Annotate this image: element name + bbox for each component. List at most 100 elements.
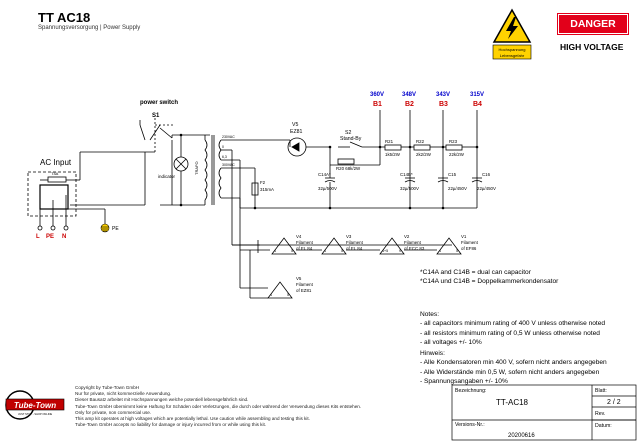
power-switch-label: power switch [140, 100, 178, 106]
c16-value: 22µ/450V [477, 186, 496, 191]
c14b-value: 32µ/500V [400, 186, 419, 191]
pin-label: 4 [274, 249, 276, 253]
c15-value: 22µ/450V [448, 186, 467, 191]
v3-label: V3 [346, 234, 352, 239]
version-value: 20200616 [508, 433, 535, 439]
n-label: N [62, 234, 66, 240]
b2-label: B2 [405, 101, 414, 108]
tube-town-logo: Tube-Town JUST STOP - SHOP ONLINE [5, 390, 65, 420]
notes-heading: Notes: [420, 311, 440, 318]
indicator-label: indicator [158, 174, 176, 179]
r23-label: R23 [449, 139, 458, 144]
tap-0: 0 [222, 145, 224, 149]
tap-300: 300VAC [222, 163, 235, 167]
v2-desc1: Filament [404, 240, 422, 245]
v4-desc2: of EL 84 [296, 246, 313, 251]
capacitor-note: *C14A and C14B = dual can capacitor *C14… [420, 268, 558, 287]
pin-label: 4 [439, 249, 441, 253]
b4-voltage: 315V [470, 92, 484, 98]
warning-text-1: Hochspannung [499, 47, 526, 52]
v1-label: V1 [461, 234, 467, 239]
copyright-line: Only for private, non commercial use. [75, 409, 152, 415]
pin-label: 4+5 [382, 249, 388, 253]
logo-tagline: JUST STOP - SHOP ONLINE [18, 412, 52, 416]
pin-label: 5 [291, 249, 293, 253]
copyright-text: Copyright by Tube-Town GmbH Nur für priv… [75, 385, 361, 428]
f2-label: F2 [260, 180, 266, 185]
pin-label: 5 [287, 293, 289, 297]
b4-label: B4 [473, 101, 482, 108]
b3-label: B3 [439, 101, 448, 108]
pin-label: 5 [456, 249, 458, 253]
copyright-line: Copyright by Tube-Town GmbH [75, 385, 140, 390]
v5-label: V5 [292, 122, 298, 128]
s2-desc: Stand-By [340, 136, 362, 142]
v5-type: EZ81 [290, 129, 303, 135]
warning-text-2: Lebensgefahr [500, 53, 525, 58]
v4-desc1: Filament [296, 240, 314, 245]
v3-desc1: Filament [346, 240, 364, 245]
high-voltage-label: HIGH VOLTAGE [560, 42, 624, 52]
r22-value: 2k2/2W [416, 152, 432, 157]
v2-label: V2 [404, 234, 410, 239]
c14a-label: C14A* [318, 172, 331, 177]
v5b-label: V5 [296, 276, 302, 281]
logo-name: Tube-Town [14, 401, 56, 410]
c14a-value: 32µ/500V [318, 186, 337, 191]
b1-label: B1 [373, 101, 382, 108]
ground-icon [100, 223, 110, 233]
r21-label: R21 [385, 139, 394, 144]
hinweis-line: - Alle Widerstände min 0,5 W, sofern nic… [420, 368, 600, 376]
v5b-desc1: Filament [296, 282, 314, 287]
pe-ground-label: PE [112, 226, 119, 232]
datum-label: Datum: [595, 423, 612, 429]
v5b-desc2: of EZ81 [296, 288, 312, 293]
b3-voltage: 343V [436, 92, 450, 98]
b1-voltage: 360V [370, 92, 384, 98]
high-voltage-warning-sign: Hochspannung Lebensgefahr [492, 8, 532, 60]
v4-label: V4 [296, 234, 302, 239]
transformer-label: TRAFO [194, 161, 199, 175]
s2-label: S2 [345, 130, 351, 136]
cap-note-line: *C14A and C14B = dual can capacitor [420, 269, 531, 276]
copyright-line: Tube-Town GmbH übernimmt keine Haftung f… [75, 403, 362, 409]
r20-label: R20 68k/2W [336, 166, 361, 171]
v2-desc2: of ECC 83 [404, 246, 425, 251]
pin-label: 4 [270, 293, 272, 297]
notes-line: - all resistors minimum rating of 0,5 W … [420, 329, 600, 337]
f2-value: 315mA [260, 187, 274, 192]
heater-v2 [379, 237, 405, 255]
hinweis-heading: Hinweis: [420, 350, 445, 357]
c14b-label: C14B* [400, 172, 413, 177]
copyright-line: Dieser Bausatz arbeitet mit Hochspannung… [75, 397, 249, 403]
v1-desc2: of EF86 [461, 246, 477, 251]
ac-input-label: AC Input [40, 158, 72, 167]
version-label: Versions-Nr.: [455, 422, 485, 428]
r21-value: 1k5/2W [385, 152, 401, 157]
hinweis-line: - Spannungsangaben +/- 10% [420, 378, 508, 386]
notes-line: - all voltages +/- 10% [420, 339, 482, 347]
tap-63: 6,3 [222, 155, 227, 159]
c16-label: C16 [482, 172, 491, 177]
v3-desc2: of EL 84 [346, 246, 363, 251]
pin-label: 9 [399, 249, 401, 253]
fuse-label: T4A [51, 171, 59, 176]
rev-label: Rev. [595, 411, 605, 417]
heater-v1 [436, 237, 462, 255]
r23-value: 22k/2W [449, 152, 465, 157]
copyright-line: Nur für private, nicht kommerzielle Anwe… [75, 391, 172, 397]
copyright-line: Tube-Town GmbH accepts no liability for … [75, 422, 267, 428]
notes-de: Hinweis: - Alle Kondensatoren min 400 V,… [420, 349, 607, 387]
notes-line: - all capacitors minimum rating of 400 V… [420, 320, 606, 328]
bezeichnung-label: Bezeichnung: [455, 388, 486, 394]
heater-v4 [271, 237, 297, 255]
tap-230: 230VAC [222, 135, 235, 139]
title-block [451, 384, 637, 441]
heater-v5 [267, 281, 293, 299]
b2-voltage: 348V [402, 92, 416, 98]
cap-note-line: *C14A und C14B = Doppelkammerkondensator [420, 278, 559, 286]
blatt-label: Blatt: [595, 388, 607, 394]
ac-input-box [27, 171, 77, 217]
notes-en: Notes: - all capacitors minimum rating o… [420, 310, 605, 348]
